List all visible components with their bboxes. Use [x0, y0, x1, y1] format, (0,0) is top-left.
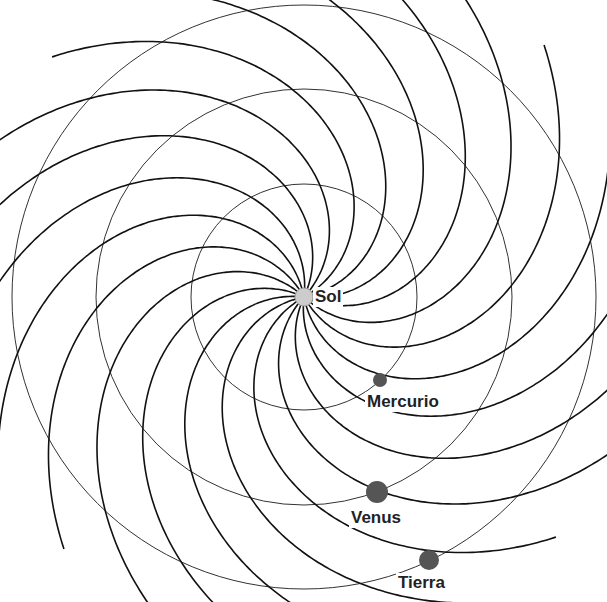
planet-label: Mercurio [365, 392, 441, 412]
planet-label: Tierra [396, 573, 447, 593]
spiral-arm [295, 305, 607, 458]
spiral-arm [222, 299, 469, 602]
orbit-circles [12, 5, 596, 589]
spiral-arm [311, 0, 511, 322]
earth-planet [419, 550, 439, 570]
spiral-arm [309, 45, 560, 347]
planet-label: Venus [349, 508, 403, 528]
spiral-arm [0, 215, 302, 462]
spiral-arm [48, 247, 299, 549]
spiral-arm [185, 296, 367, 602]
spiral-arm [254, 302, 556, 553]
spiral-arm [139, 0, 386, 295]
sun-symbol [295, 288, 313, 306]
sun-label: Sol [313, 287, 343, 307]
spiral-arm [279, 304, 607, 504]
earth-orbit [12, 5, 596, 589]
spiral-arm [143, 288, 296, 602]
spiral-arm [0, 136, 313, 289]
spiral-arm [303, 234, 607, 416]
mercury-planet [373, 373, 387, 387]
spiral-arm [97, 272, 297, 602]
venus-orbit [96, 89, 512, 505]
spiral-arm [306, 132, 607, 379]
venus-planet [366, 481, 388, 503]
spiral-arm [0, 90, 329, 290]
spiral-arm [241, 0, 423, 298]
spiral-arm [0, 178, 305, 360]
spiral-arm [312, 0, 465, 306]
spiral-arm [52, 41, 354, 292]
